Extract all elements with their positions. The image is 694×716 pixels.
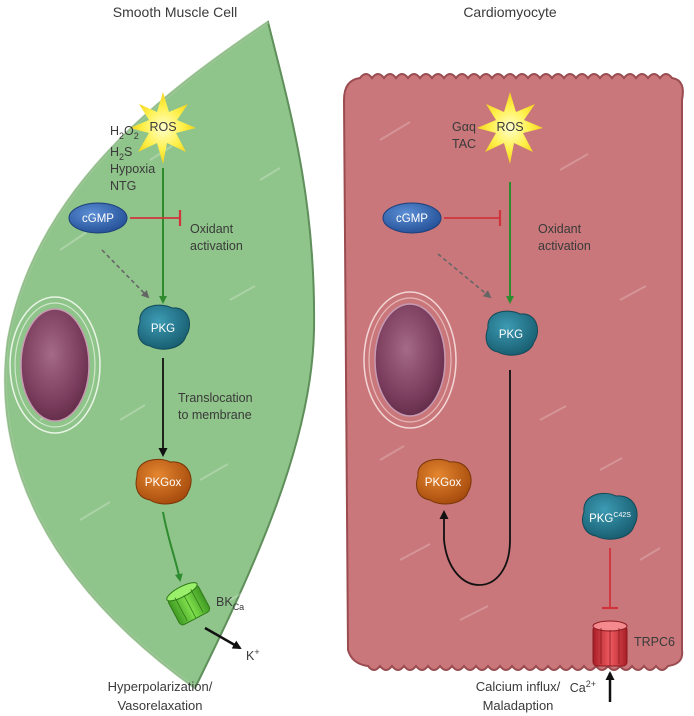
ros-star-icon: [477, 92, 543, 164]
cardiomyocyte-nucleus: [363, 291, 457, 429]
cardio-pkgox-molecule: PKGox: [416, 458, 472, 505]
smooth-muscle-outcome-1: Hyperpolarization/: [108, 679, 213, 694]
pkgox-to-channel-arrow: [162, 511, 183, 582]
pkg-molecule: PKG: [137, 304, 190, 350]
cardio-cgmp-dashed-arrow: [437, 253, 492, 299]
cardio-ros-label: ROS: [496, 120, 523, 134]
ros-star-icon: [130, 92, 196, 164]
bk-channel-label: BKCa: [216, 595, 244, 612]
cardio-pkg-label: PKG: [499, 329, 523, 341]
cgmp-label: cGMP: [82, 213, 114, 225]
pkgox-molecule: PKGox: [135, 458, 192, 505]
trigger-hypoxia: Hypoxia: [110, 162, 155, 176]
cardio-pkgox-label: PKGox: [425, 477, 462, 489]
cgmp-dashed-arrow: [101, 249, 150, 299]
pkg-label: PKG: [151, 323, 175, 335]
cardio-activation-label-2: activation: [538, 239, 591, 253]
trigger-h2s: H2S: [110, 145, 132, 162]
trpc6-channel-icon: [592, 620, 628, 667]
pkg-c42s-label: PKGC42S: [589, 512, 631, 525]
cardio-cgmp-label: cGMP: [396, 213, 428, 225]
smooth-muscle-nucleus: [9, 296, 101, 434]
smooth-muscle-outcome-2: Vasorelaxation: [117, 698, 202, 713]
calcium-ion-label: Ca2+: [570, 679, 596, 695]
cardiomyocyte-outcome-1: Calcium influx/: [476, 679, 561, 694]
cardiomyocyte-texture: [379, 121, 661, 621]
smooth-muscle-title: Smooth Muscle Cell: [113, 4, 238, 20]
potassium-efflux-arrow: [204, 626, 242, 650]
ros-label: ROS: [149, 120, 176, 134]
cardio-activation-label-1: Oxidant: [538, 222, 582, 236]
oxidant-activation-label-2: activation: [190, 239, 243, 253]
smooth-muscle-panel: Smooth Muscle Cell ROS H2O2 H2S Hypoxia …: [3, 4, 316, 713]
translocation-label-1: Translocation: [178, 391, 253, 405]
cardiomyocyte-outcome-2: Maladaption: [483, 698, 554, 713]
trigger-ntg: NTG: [110, 179, 136, 193]
trigger-gaq: Gαq: [452, 120, 476, 134]
cardio-translocation-arrow: [439, 370, 511, 586]
cardio-cgmp-molecule: cGMP: [382, 202, 442, 234]
pkgox-label: PKGox: [145, 477, 182, 489]
oxidant-activation-label-1: Oxidant: [190, 222, 234, 236]
potassium-ion-label: K+: [246, 647, 260, 663]
trigger-h2o2: H2O2: [110, 124, 139, 141]
trpc6-label: TRPC6: [634, 635, 675, 649]
bk-channel-icon: [166, 582, 211, 626]
cgmp-molecule: cGMP: [68, 202, 128, 234]
translocation-label-2: to membrane: [178, 408, 252, 422]
pkg-c42s-molecule: PKGC42S: [582, 492, 638, 540]
cardiomyocyte-panel: Cardiomyocyte ROS Gαq TAC Oxidant activa…: [342, 4, 684, 713]
cardiomyocyte-title: Cardiomyocyte: [463, 4, 557, 20]
cardio-pkg-molecule: PKG: [485, 310, 538, 356]
trigger-tac: TAC: [452, 137, 476, 151]
